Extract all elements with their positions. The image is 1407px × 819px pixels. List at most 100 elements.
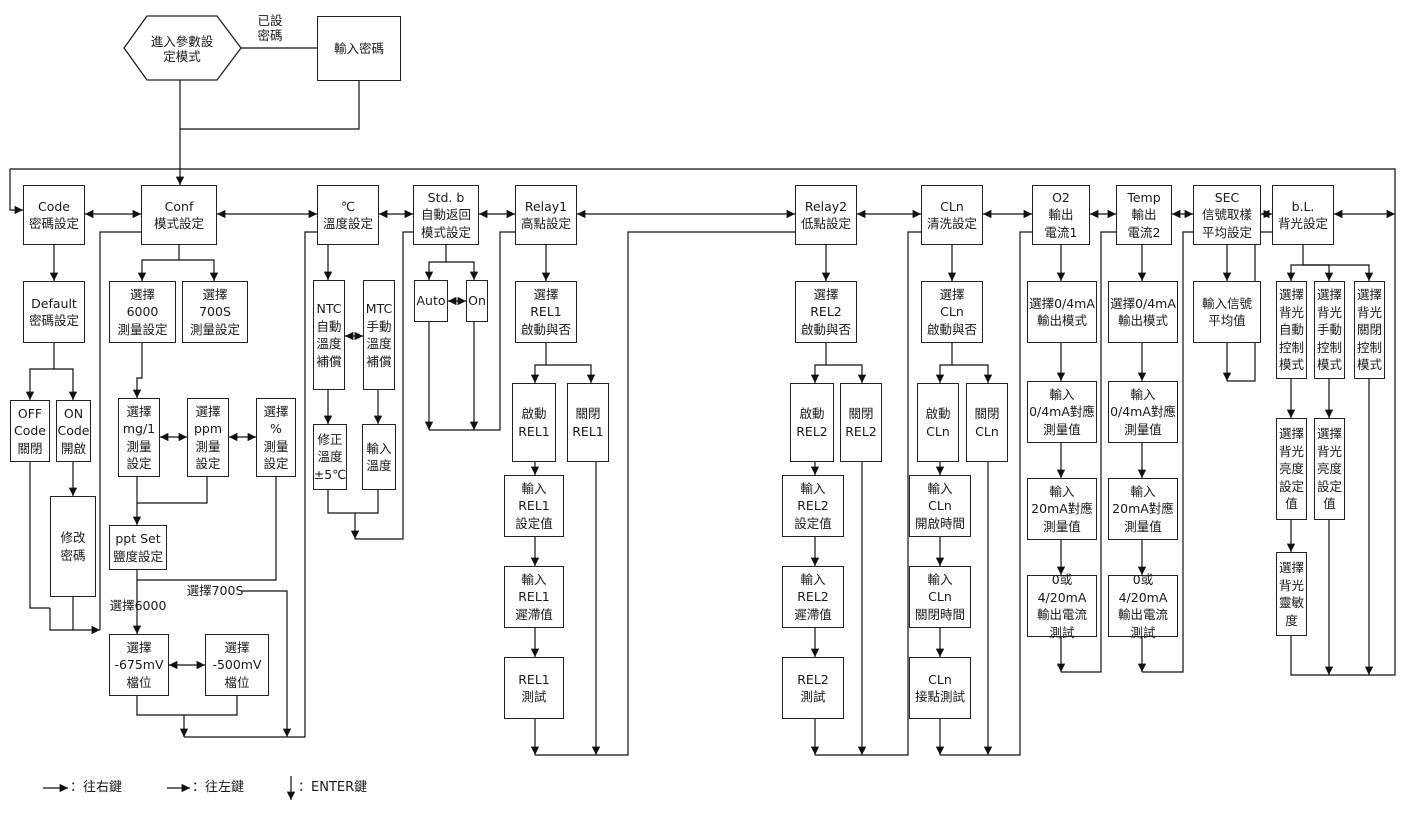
connector xyxy=(54,368,78,400)
connector xyxy=(10,168,1396,214)
connector xyxy=(940,231,1032,756)
connector xyxy=(132,343,143,398)
relay2-start-box: 啟動 REL2 xyxy=(790,383,834,462)
select-mg-box: 選擇 mg/1 測量 設定 xyxy=(118,398,160,477)
start-hexagon xyxy=(123,15,242,81)
cln-box: CLn 清洗設定 xyxy=(921,185,983,245)
sec-box: SEC 信號取樣 平均設定 xyxy=(1193,185,1261,245)
backlight-auto-box: 選擇 背光 自動 控制 模式 xyxy=(1276,281,1307,379)
temp-04ma-box: 輸入 0/4mA對應 測量值 xyxy=(1108,381,1178,443)
select-700s-box: 選擇 700S 測量設定 xyxy=(182,281,248,343)
connector xyxy=(935,343,953,383)
cln-contact-test-box: CLn 接點測試 xyxy=(909,657,971,719)
connector xyxy=(530,343,547,383)
temp-output-box: Temp 輸出 電流2 xyxy=(1116,185,1172,245)
connector xyxy=(49,608,100,635)
correct-temperature-box: 修正 溫度 ±5℃ xyxy=(313,424,347,490)
connector xyxy=(327,490,379,514)
temp-test-box: 0或4/20mA 輸出電流 測試 xyxy=(1108,572,1178,640)
connector xyxy=(424,245,447,280)
o2-test-box: 0或4/20mA 輸出電流 測試 xyxy=(1027,572,1097,640)
cln-select-box: 選擇 CLn 啟動與否 xyxy=(921,281,983,343)
connector xyxy=(137,245,180,281)
connector xyxy=(184,231,317,738)
connector xyxy=(1061,231,1116,673)
connector xyxy=(1303,264,1374,281)
connector xyxy=(136,696,238,716)
select-500mv-box: 選擇 -500mV 檔位 xyxy=(205,634,269,696)
relay2-hysteresis-box: 輸入 REL2 遲滯值 xyxy=(782,566,844,628)
relay2-select-box: 選擇 REL2 啟動與否 xyxy=(795,281,857,343)
modify-password-box: 修改 密碼 xyxy=(50,496,96,597)
connector xyxy=(429,231,515,431)
connector xyxy=(815,231,921,756)
select-6000-label: 選擇6000 xyxy=(109,598,167,613)
connector xyxy=(826,364,867,383)
relay1-start-box: 啟動 REL1 xyxy=(512,383,556,462)
connector xyxy=(446,261,479,280)
connector xyxy=(952,364,993,383)
sec-input-box: 輸入信號 平均值 xyxy=(1193,281,1261,343)
backlight-sensitivity-box: 選擇 背光 靈敏 度 xyxy=(1276,552,1307,636)
relay1-setpoint-box: 輸入 REL1 設定值 xyxy=(504,475,564,537)
backlight-manual-box: 選擇 背光 手動 控制 模式 xyxy=(1314,281,1345,379)
o2-20ma-box: 輸入 20mA對應 測量值 xyxy=(1027,478,1097,540)
relay2-close-box: 關閉 REL2 xyxy=(840,383,882,462)
std-b-box: Std. b 自動返回 模式設定 xyxy=(413,185,479,245)
o2-04ma-box: 輸入 0/4mA對應 測量值 xyxy=(1027,381,1097,443)
start-label: 進入參數設 定模式 xyxy=(150,34,214,64)
connector xyxy=(810,343,827,383)
select-percent-box: 選擇 % 測量 設定 xyxy=(256,398,296,477)
select-700s-label: 選擇700S xyxy=(186,583,244,598)
enter-password-box: 輸入密碼 xyxy=(317,16,401,81)
temperature-setting-box: ℃ 溫度設定 xyxy=(317,185,379,245)
ppt-set-box: ppt Set 鹽度設定 xyxy=(109,525,167,570)
o2-output-box: O2 輸出 電流1 xyxy=(1032,185,1090,245)
connector xyxy=(136,477,208,504)
code-on-box: ON Code 開啟 xyxy=(56,400,91,462)
default-password-box: Default 密碼設定 xyxy=(23,281,85,343)
on-box: On xyxy=(466,280,488,322)
cln-close-box: 關閉 CLn xyxy=(966,383,1008,462)
select-ppm-box: 選擇 ppm 測量 設定 xyxy=(187,398,229,477)
temp-mode-box: 選擇0/4mA 輸出模式 xyxy=(1108,281,1178,343)
code-off-box: OFF Code 關閉 xyxy=(10,400,50,462)
connector xyxy=(29,462,50,609)
connector xyxy=(546,364,596,383)
temp-20ma-box: 輸入 20mA對應 測量值 xyxy=(1108,478,1178,540)
relay1-close-box: 關閉 REL1 xyxy=(567,383,609,462)
connector xyxy=(179,259,219,281)
relay2-test-box: REL2 測試 xyxy=(782,657,844,719)
connector xyxy=(1303,264,1334,281)
connector xyxy=(136,477,277,581)
connector xyxy=(9,169,23,215)
backlight-brightness-manual-box: 選擇 背光 亮度 設定 值 xyxy=(1314,418,1345,520)
conf-mode-box: Conf 模式設定 xyxy=(141,185,217,245)
cln-start-box: 啟動 CLn xyxy=(917,383,959,462)
password-set-label: 已設 密碼 xyxy=(257,13,283,43)
connector xyxy=(1142,231,1193,673)
mtc-box: MTC 手動 溫度 補償 xyxy=(363,280,395,390)
backlight-brightness-auto-box: 選擇 背光 亮度 設定 值 xyxy=(1276,418,1307,520)
connector xyxy=(99,231,141,630)
legend-enter-key: ：ENTER鍵 xyxy=(298,780,368,795)
connector xyxy=(1290,214,1396,676)
auto-box: Auto xyxy=(414,280,448,322)
connector xyxy=(180,81,360,130)
cln-open-time-box: 輸入 CLn 開啟時間 xyxy=(909,475,971,537)
connector xyxy=(535,231,795,756)
connector xyxy=(242,590,292,737)
input-temperature-box: 輸入 溫度 xyxy=(362,424,396,490)
code-password-box: Code 密碼設定 xyxy=(23,185,85,245)
cln-close-time-box: 輸入 CLn 關閉時間 xyxy=(909,566,971,628)
connector xyxy=(355,231,413,540)
relay1-box: Relay1 高點設定 xyxy=(515,185,577,245)
backlight-off-box: 選擇 背光 關閉 控制 模式 xyxy=(1354,281,1385,379)
connector xyxy=(25,343,55,400)
relay2-box: Relay2 低點設定 xyxy=(795,185,857,245)
relay1-select-box: 選擇 REL1 啟動與否 xyxy=(515,281,577,343)
backlight-box: b.L. 背光設定 xyxy=(1272,185,1334,245)
select-6000-box: 選擇 6000 測量設定 xyxy=(109,281,176,343)
